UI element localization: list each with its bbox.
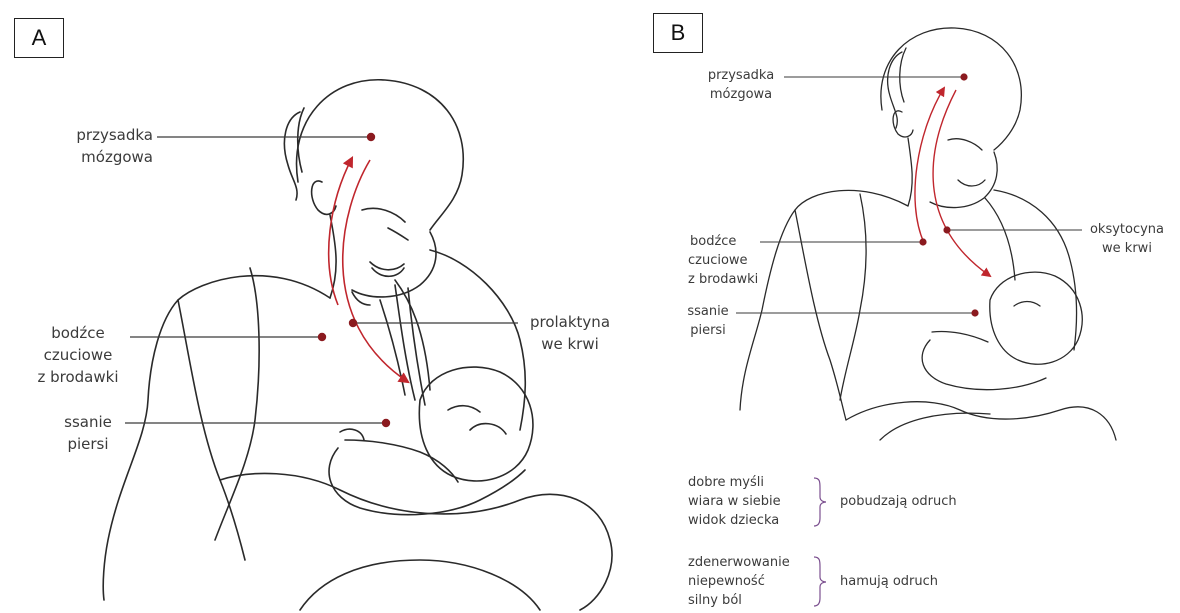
label-stimuli-b-line3: z brodawki: [688, 270, 760, 289]
legend-positive-factor-2: wiara w siebie: [688, 492, 781, 511]
legend-positive-effect: pobudzają odruch: [840, 492, 957, 511]
legend-negative-factors: zdenerwowanie niepewność silny ból: [688, 553, 790, 610]
label-stimuli-a: bodźce czuciowe z brodawki: [28, 322, 128, 388]
arrow-up-a: [329, 158, 352, 305]
marker-dots-b: [919, 73, 978, 316]
label-suckling-a-line1: ssanie: [52, 411, 124, 433]
label-hormone-b: oksytocyna we krwi: [1082, 220, 1172, 258]
dot-pituitary-a: [367, 133, 375, 141]
dot-suckling-a: [382, 419, 390, 427]
legend-brackets: [814, 478, 826, 606]
label-pituitary-b-line1: przysadka: [700, 66, 782, 85]
legend-negative-factor-1: zdenerwowanie: [688, 553, 790, 572]
label-pituitary-a-line1: przysadka: [48, 124, 153, 146]
label-suckling-b-line2: piersi: [680, 321, 736, 340]
legend-negative-factor-3: silny ból: [688, 591, 790, 610]
dot-stimuli-b: [919, 238, 926, 245]
label-stimuli-b: bodźce czuciowe z brodawki: [688, 232, 760, 289]
label-hormone-a-line1: prolaktyna: [520, 311, 620, 333]
label-stimuli-a-line3: z brodawki: [28, 366, 128, 388]
leader-lines-a: [125, 137, 518, 423]
label-suckling-a: ssanie piersi: [52, 411, 124, 455]
bracket-positive: [814, 478, 826, 526]
mother-figure-b: [740, 28, 1116, 440]
label-suckling-a-line2: piersi: [52, 433, 124, 455]
leader-lines-b: [736, 77, 1082, 313]
label-hormone-b-line2: we krwi: [1082, 239, 1172, 258]
legend-positive-factor-1: dobre myśli: [688, 473, 781, 492]
label-stimuli-a-line1: bodźce: [28, 322, 128, 344]
dot-hormone-a: [349, 319, 357, 327]
marker-dots-a: [318, 133, 390, 427]
hormone-arrows-b: [915, 88, 990, 276]
label-pituitary-b: przysadka mózgowa: [700, 66, 782, 104]
bracket-negative: [814, 557, 826, 606]
legend-negative-effect: hamują odruch: [840, 572, 938, 591]
dot-suckling-b: [971, 309, 978, 316]
legend-negative-factor-2: niepewność: [688, 572, 790, 591]
label-suckling-b-line1: ssanie: [680, 302, 736, 321]
label-pituitary-b-line2: mózgowa: [700, 85, 782, 104]
label-pituitary-a-line2: mózgowa: [48, 146, 153, 168]
legend-positive-factors: dobre myśli wiara w siebie widok dziecka: [688, 473, 781, 530]
label-pituitary-a: przysadka mózgowa: [48, 124, 153, 168]
arrow-up-b: [915, 88, 944, 243]
panel-b-label: B: [653, 13, 703, 53]
dot-hormone-b: [943, 226, 950, 233]
label-hormone-b-line1: oksytocyna: [1082, 220, 1172, 239]
label-stimuli-b-line1: bodźce: [688, 232, 760, 251]
label-hormone-a-line2: we krwi: [520, 333, 620, 355]
label-stimuli-b-line2: czuciowe: [688, 251, 760, 270]
panel-a-label: A: [14, 18, 64, 58]
dot-stimuli-a: [318, 333, 326, 341]
label-suckling-b: ssanie piersi: [680, 302, 736, 340]
label-stimuli-a-line2: czuciowe: [28, 344, 128, 366]
label-hormone-a: prolaktyna we krwi: [520, 311, 620, 355]
dot-pituitary-b: [960, 73, 967, 80]
hormone-arrows-a: [329, 158, 408, 382]
legend-positive-factor-3: widok dziecka: [688, 511, 781, 530]
